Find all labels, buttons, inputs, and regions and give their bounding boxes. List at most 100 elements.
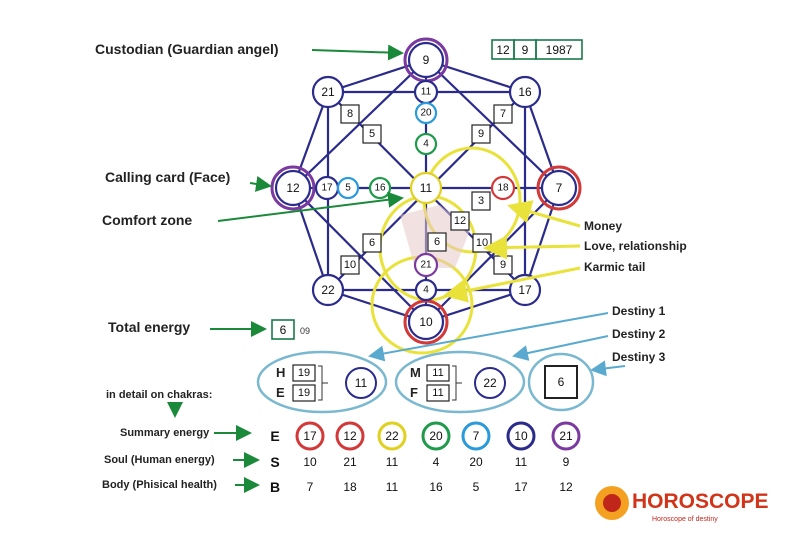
destiny-2-arrow xyxy=(512,335,609,361)
destiny-2-top-value: 11 xyxy=(432,367,443,379)
destiny-1-bottom-value: 19 xyxy=(298,387,310,399)
summary-value: 10 xyxy=(514,429,528,443)
box-box_tr_inner-value: 9 xyxy=(478,128,484,140)
circle-bottom-value: 10 xyxy=(419,315,433,329)
destiny-2-top-box xyxy=(426,364,450,382)
box-box_bl_outer xyxy=(340,255,360,275)
circle-bottom_left-value: 22 xyxy=(321,283,335,297)
box-box_tl_outer xyxy=(340,104,360,124)
circle-h_right_1 xyxy=(490,175,516,201)
destiny-1-bottom-box xyxy=(292,384,316,402)
money-label: Money xyxy=(584,219,622,233)
destiny-1-bracket xyxy=(318,365,328,401)
destiny-3-label: Destiny 3 xyxy=(612,350,666,364)
chakras-label: in detail on chakras: xyxy=(106,389,212,401)
circle-top_left-value: 21 xyxy=(321,85,335,99)
love-label: Love, relationship xyxy=(584,239,687,253)
box-box_6-value: 6 xyxy=(434,236,440,248)
destiny-1-bottom-letter: E xyxy=(276,385,285,400)
body-value: 17 xyxy=(514,480,528,494)
logo-figure-icon xyxy=(603,494,621,512)
body-value: 18 xyxy=(343,480,357,494)
birth-date xyxy=(491,39,583,60)
destiny-1-arrow xyxy=(368,312,609,362)
row-letter-body: B xyxy=(270,479,280,495)
karmic-arrow xyxy=(443,266,581,303)
box-box_6 xyxy=(427,232,447,252)
soul-value: 9 xyxy=(563,455,570,469)
destiny-2-bracket xyxy=(452,365,462,401)
destiny-2-bottom-box xyxy=(426,384,450,402)
circle-v_top_3 xyxy=(414,132,438,156)
circle-v_top_1-value: 11 xyxy=(421,87,432,98)
destiny-1-top-value: 19 xyxy=(298,367,310,379)
body-value: 12 xyxy=(559,480,573,494)
logo-subtitle: Horoscope of destiny xyxy=(652,516,718,523)
summary-circle xyxy=(421,421,451,451)
soul-value: 4 xyxy=(433,455,440,469)
summary-value: 17 xyxy=(303,429,317,443)
destiny-3-arrow xyxy=(590,360,626,377)
circle-top_right xyxy=(508,75,542,109)
circle-top_left xyxy=(311,75,345,109)
destiny-1-top-letter: H xyxy=(276,365,285,380)
total-energy-sub: 09 xyxy=(300,326,310,336)
comfort-zone-label: Comfort zone xyxy=(102,212,192,228)
circle-right-value: 7 xyxy=(556,181,563,195)
summary-circle xyxy=(377,421,407,451)
summary-circle xyxy=(461,421,491,451)
box-box_tr_inner xyxy=(471,124,491,144)
circle-center-value: 11 xyxy=(420,181,433,195)
comfort-zone-arrow xyxy=(217,191,404,222)
circle-top xyxy=(407,41,445,79)
summary-value: 22 xyxy=(385,429,399,443)
calling-card-arrow xyxy=(249,176,272,192)
summary-value: 20 xyxy=(429,429,443,443)
box-box_12-value: 12 xyxy=(454,215,466,227)
soul-label: Soul (Human energy) xyxy=(104,454,215,466)
circle-h_left_1-value: 17 xyxy=(321,183,333,194)
custodian-arrow xyxy=(311,44,404,61)
circle-right xyxy=(540,169,578,207)
circle-h_left_2-value: 5 xyxy=(345,183,351,194)
summary-circle xyxy=(335,421,365,451)
box-box_br_outer-value: 9 xyxy=(500,259,506,271)
destiny-2-label: Destiny 2 xyxy=(612,327,666,341)
circle-v_top_2 xyxy=(414,101,438,125)
summary-label: Summary energy xyxy=(120,427,210,439)
logo-title: HOROSCOPE xyxy=(632,490,769,513)
circle-v_bottom_1-value: 21 xyxy=(420,260,432,271)
circle-bottom xyxy=(407,303,445,341)
destiny-2-top-letter: M xyxy=(410,365,421,380)
box-box_tl_outer-value: 8 xyxy=(347,108,353,120)
box-box_money-value: 3 xyxy=(478,195,484,207)
summary-value: 12 xyxy=(343,429,357,443)
destiny-3-result: 6 xyxy=(558,375,565,389)
destiny-1-label: Destiny 1 xyxy=(612,304,666,318)
circle-v_top_3-value: 4 xyxy=(423,139,429,150)
body-value: 5 xyxy=(473,480,480,494)
circle-right-outer-ring xyxy=(536,165,582,211)
money-arrow xyxy=(507,200,581,228)
circle-left-outer-ring xyxy=(270,165,316,211)
birth-month: 9 xyxy=(522,43,529,57)
box-box_tl_inner-value: 5 xyxy=(369,128,375,140)
destiny-ovals xyxy=(256,350,595,414)
custodian-label: Custodian (Guardian angel) xyxy=(95,41,279,57)
box-box_bl_inner-value: 6 xyxy=(369,237,375,249)
circle-v_top_2-value: 20 xyxy=(420,108,432,119)
circle-v_bottom_2 xyxy=(414,278,438,302)
box-box_12 xyxy=(450,211,470,231)
karmic-label: Karmic tail xyxy=(584,260,645,274)
soul-value: 20 xyxy=(469,455,483,469)
summary-value: 21 xyxy=(559,429,573,443)
circle-top-value: 9 xyxy=(423,53,430,67)
circle-bottom_right-value: 17 xyxy=(518,283,532,297)
destiny-1-result-circle xyxy=(345,367,377,399)
soul-value: 11 xyxy=(386,455,399,469)
box-box_money xyxy=(471,191,491,211)
row-letter-summary: E xyxy=(270,428,279,444)
